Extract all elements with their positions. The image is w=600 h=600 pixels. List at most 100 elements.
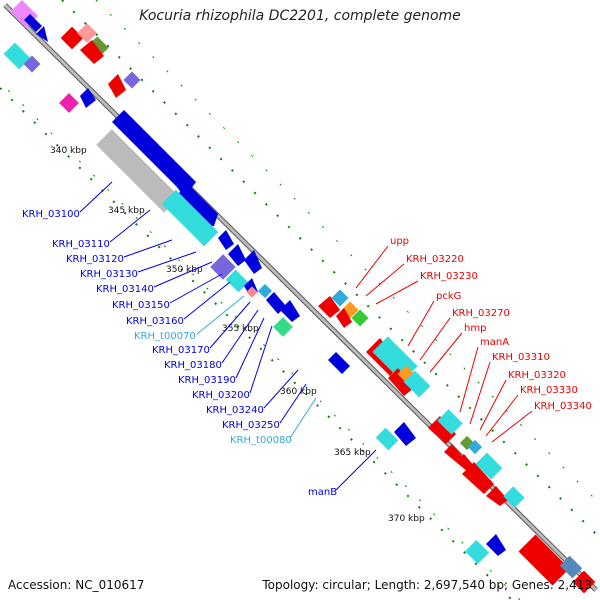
guide-track bbox=[95, 0, 600, 505]
gene-feature bbox=[462, 462, 494, 494]
guide-track bbox=[0, 87, 513, 600]
gene-label: KRH_03220 bbox=[406, 254, 464, 265]
gene-label: KRH_03180 bbox=[164, 360, 222, 371]
gene-label: KRH_03130 bbox=[80, 269, 138, 280]
gene-leader-line bbox=[479, 379, 507, 431]
scale-label: 365 kbp bbox=[334, 448, 371, 458]
gene-feature bbox=[394, 422, 416, 446]
gene-label: KRH_03190 bbox=[178, 375, 236, 386]
gene-leader-line bbox=[183, 281, 231, 320]
gene-feature bbox=[486, 534, 506, 556]
scale-labels: 340 kbp 345 kbp 350 kbp 355 kbp 360 kbp 365 k… bbox=[50, 146, 425, 524]
gene-feature bbox=[318, 296, 340, 318]
left-gene-labels: KRH_03100KRH_03110KRH_03120KRH_03130KRH_… bbox=[22, 181, 377, 498]
gene-leader-line bbox=[153, 261, 213, 288]
gene-feature bbox=[328, 352, 350, 374]
gene-feature bbox=[475, 452, 503, 480]
gene-label: KRH_03340 bbox=[534, 401, 592, 412]
gene-label: KRH_03150 bbox=[112, 300, 170, 311]
gene-leader-line bbox=[249, 325, 273, 394]
gene-feature bbox=[351, 309, 369, 327]
scale-label: 355 kbp bbox=[222, 324, 259, 334]
gene-feature-group-top bbox=[3, 0, 141, 113]
gene-leader-line bbox=[429, 332, 463, 373]
gene-label: KRH_03100 bbox=[22, 209, 80, 220]
scale-label: 370 kbp bbox=[388, 514, 425, 524]
gene-feature bbox=[96, 129, 180, 213]
accession-text: Accession: NC_010617 bbox=[8, 578, 145, 592]
gene-leader-line bbox=[263, 369, 299, 409]
gene-feature bbox=[176, 184, 218, 226]
gene-leader-line bbox=[407, 300, 435, 347]
gene-leader-line bbox=[79, 181, 113, 213]
gene-label: KRH_03240 bbox=[206, 405, 264, 416]
gene-leader-line bbox=[365, 263, 405, 297]
gene-label: KRH_03310 bbox=[492, 352, 550, 363]
gene-feature bbox=[80, 40, 104, 64]
gene-feature bbox=[77, 23, 97, 43]
gene-leader-line bbox=[485, 394, 519, 437]
gene-leader-line bbox=[196, 295, 245, 335]
gene-feature bbox=[244, 250, 262, 274]
scale-label: 340 kbp bbox=[50, 146, 87, 156]
gene-label: KRH_03270 bbox=[452, 308, 510, 319]
gene-label: manA bbox=[480, 337, 509, 348]
gene-feature bbox=[246, 286, 258, 298]
gene-leader-line bbox=[137, 251, 197, 273]
gene-feature bbox=[218, 230, 234, 250]
gene-feature bbox=[24, 14, 42, 32]
gene-feature bbox=[464, 539, 490, 565]
gene-leader-line bbox=[109, 209, 151, 243]
gene-label: hmp bbox=[464, 323, 486, 334]
gene-leader-line bbox=[355, 245, 389, 289]
gene-feature bbox=[467, 439, 483, 455]
gene-leader-line bbox=[375, 280, 419, 305]
gene-leader-line bbox=[335, 449, 377, 491]
gene-feature bbox=[331, 289, 349, 307]
scale-label: 345 kbp bbox=[108, 206, 145, 216]
gene-label: pckG bbox=[436, 291, 461, 302]
genome-backbone-highlight bbox=[3, 3, 598, 592]
gene-feature-group-left bbox=[96, 110, 506, 565]
gene-feature-group-right bbox=[318, 289, 596, 594]
scale-label: 350 kbp bbox=[166, 265, 203, 275]
gene-leader-line bbox=[221, 309, 259, 364]
guide-track bbox=[0, 81, 521, 600]
gene-label: KRH_03140 bbox=[96, 284, 154, 295]
gene-label: KRH_03320 bbox=[508, 370, 566, 381]
gene-leader-line bbox=[289, 397, 317, 439]
gene-leader-line bbox=[209, 301, 251, 349]
gene-feature bbox=[280, 300, 300, 322]
gene-label: KRH_t00070 bbox=[134, 331, 196, 342]
gene-leader-line bbox=[123, 239, 173, 258]
gene-feature bbox=[375, 427, 399, 451]
gene-feature bbox=[228, 244, 246, 266]
gene-label: KRH_03170 bbox=[152, 345, 210, 356]
gene-label: KRH_03120 bbox=[66, 254, 124, 265]
gene-feature bbox=[161, 189, 219, 247]
gene-feature bbox=[336, 308, 352, 328]
gene-label: KRH_03160 bbox=[126, 316, 184, 327]
gene-feature bbox=[403, 370, 431, 398]
gene-feature bbox=[59, 93, 79, 113]
gene-feature bbox=[428, 416, 456, 444]
gene-leader-line bbox=[169, 273, 223, 304]
gene-feature bbox=[572, 570, 596, 594]
gene-feature bbox=[3, 42, 31, 70]
scale-label: 360 kbp bbox=[280, 387, 317, 397]
gene-feature bbox=[388, 368, 414, 396]
gene-label: KRH_03200 bbox=[192, 390, 250, 401]
gene-leader-line bbox=[459, 346, 479, 413]
gene-feature bbox=[210, 254, 236, 280]
gene-feature bbox=[518, 534, 570, 586]
gene-label: KRH_03330 bbox=[520, 385, 578, 396]
gene-feature bbox=[437, 409, 463, 435]
gene-feature bbox=[266, 292, 286, 314]
map-title: Kocuria rhizophila DC2201, complete geno… bbox=[139, 8, 461, 24]
gene-label: KRH_t00080 bbox=[230, 435, 292, 446]
gene-feature bbox=[257, 283, 273, 299]
gene-leader-line bbox=[469, 361, 491, 425]
genome-summary-text: Topology: circular; Length: 2,697,540 bp… bbox=[262, 578, 592, 592]
right-gene-labels: uppKRH_03220KRH_03230pckGKRH_03270hmpman… bbox=[355, 236, 592, 443]
